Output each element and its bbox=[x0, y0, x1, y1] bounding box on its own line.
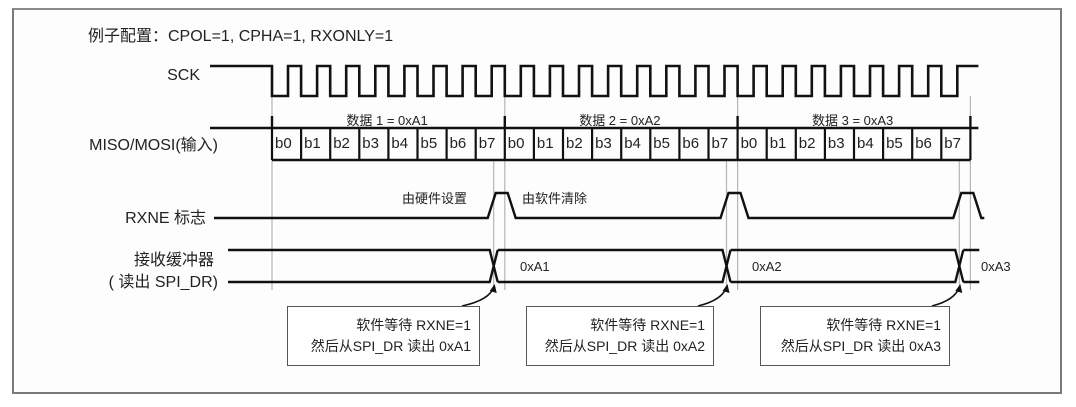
rxne-label: RXNE 标志 bbox=[125, 210, 206, 227]
bit-cell: b4 bbox=[391, 135, 409, 152]
bit-cell: b4 bbox=[857, 135, 874, 152]
callout-arrow bbox=[697, 286, 728, 307]
frame-label: 数据 1 = 0xA1 bbox=[346, 113, 428, 128]
note-box: 软件等待 RXNE=1 然后从SPI_DR 读出 0xA2 bbox=[526, 306, 714, 366]
rx-buffer-read-label: ( 读出 SPI_DR) bbox=[108, 274, 218, 291]
note-line: 软件等待 RXNE=1 bbox=[356, 317, 471, 333]
bit-cell: b1 bbox=[536, 135, 554, 152]
bit-cell: b5 bbox=[653, 135, 670, 152]
bit-cell: b0 bbox=[507, 135, 525, 152]
bit-cell: b6 bbox=[682, 135, 700, 152]
bit-cell: b6 bbox=[915, 135, 932, 152]
bit-cell: b2 bbox=[798, 135, 816, 152]
note-box: 软件等待 RXNE=1 然后从SPI_DR 读出 0xA1 bbox=[287, 306, 480, 366]
arrowhead-icon bbox=[722, 284, 730, 293]
buffer-value: 0xA3 bbox=[981, 259, 1011, 274]
bit-cell: b1 bbox=[769, 135, 787, 152]
sck-label: SCK bbox=[167, 67, 200, 84]
bit-cell: b1 bbox=[304, 135, 321, 152]
note-line: 然后从SPI_DR 读出 0xA2 bbox=[544, 338, 705, 354]
arrowhead-icon bbox=[955, 284, 963, 293]
config-title: 例子配置：CPOL=1, CPHA=1, RXONLY=1 bbox=[88, 28, 394, 45]
rxne-waveform bbox=[214, 191, 985, 220]
buffer-waveform bbox=[228, 249, 980, 284]
callout-arrow bbox=[461, 286, 495, 307]
bit-cell: b7 bbox=[711, 135, 729, 152]
note-line: 软件等待 RXNE=1 bbox=[826, 317, 941, 333]
bit-cell: b7 bbox=[478, 135, 496, 152]
buffer-value: 0xA2 bbox=[752, 259, 782, 274]
rx-buffer-label: 接收缓冲器 bbox=[133, 252, 214, 269]
bit-cell: b5 bbox=[886, 135, 903, 152]
bit-cell: b6 bbox=[449, 135, 467, 152]
cleared-by-software-annotation: 由软件清除 bbox=[522, 191, 588, 206]
bit-cell: b2 bbox=[333, 135, 350, 152]
bit-cell: b0 bbox=[740, 135, 758, 152]
miso-mosi-label: MISO/MOSI(输入) bbox=[89, 137, 218, 154]
bit-cell: b4 bbox=[624, 135, 641, 152]
frame-label: 数据 2 = 0xA2 bbox=[579, 113, 661, 128]
buffer-waveform bbox=[228, 248, 980, 283]
set-by-hardware-annotation: 由硬件设置 bbox=[402, 191, 468, 206]
sck-waveform bbox=[210, 64, 979, 98]
arrowhead-icon bbox=[489, 284, 497, 293]
note-box: 软件等待 RXNE=1 然后从SPI_DR 读出 0xA3 bbox=[760, 306, 950, 366]
bit-cell: b3 bbox=[595, 135, 612, 152]
bit-cell: b0 bbox=[275, 135, 292, 152]
bit-cell: b5 bbox=[420, 135, 438, 152]
bit-cell: b2 bbox=[566, 135, 583, 152]
bit-cell: b3 bbox=[362, 135, 379, 152]
note-line: 软件等待 RXNE=1 bbox=[590, 317, 705, 333]
note-line: 然后从SPI_DR 读出 0xA3 bbox=[780, 338, 941, 354]
bit-cell: b3 bbox=[827, 135, 845, 152]
buffer-value: 0xA1 bbox=[520, 259, 550, 274]
note-line: 然后从SPI_DR 读出 0xA1 bbox=[310, 338, 471, 354]
callout-arrow bbox=[931, 286, 961, 307]
frame-label: 数据 3 = 0xA3 bbox=[812, 113, 894, 128]
bit-cell: b7 bbox=[944, 135, 961, 152]
